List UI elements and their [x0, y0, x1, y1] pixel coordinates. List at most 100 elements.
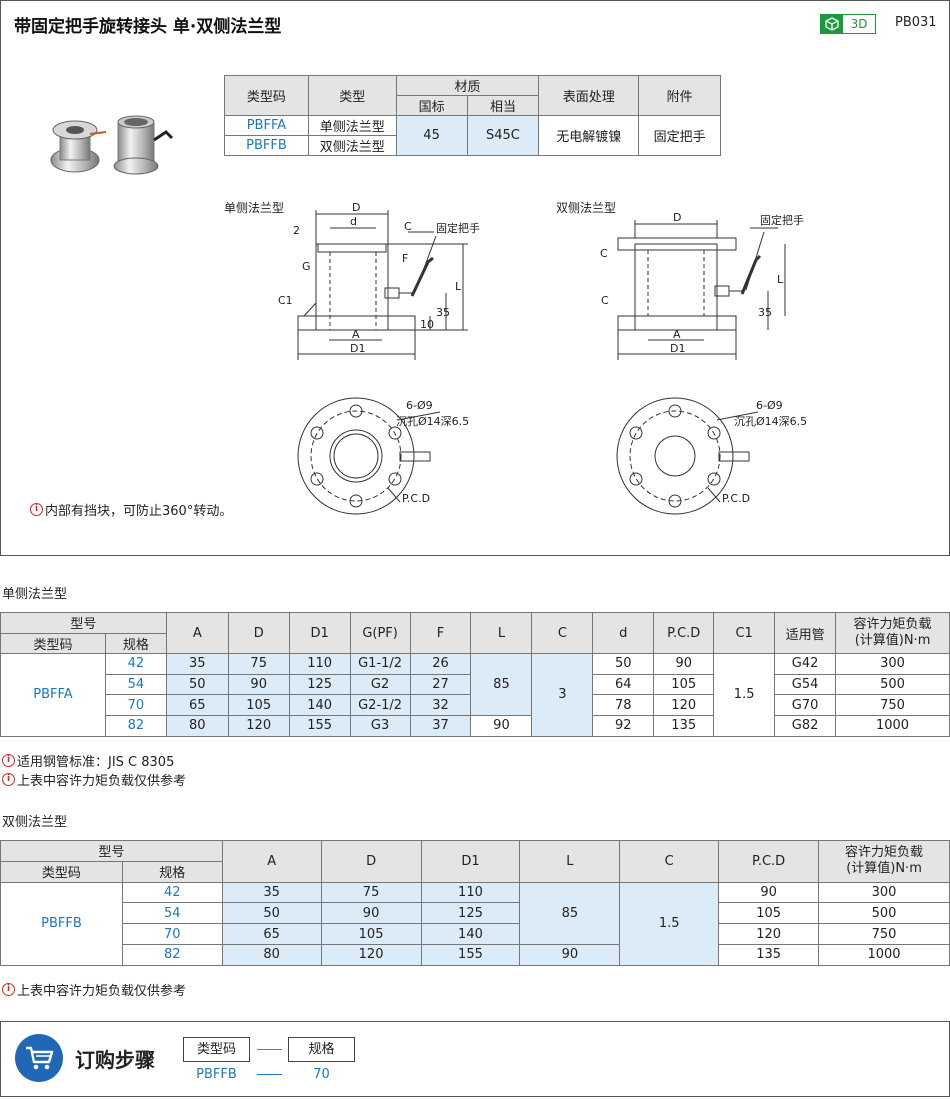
dim-G-label: G: [302, 260, 311, 273]
order-steps-panel: 订购步骤 类型码 规格 PBFFB 70: [0, 1021, 950, 1097]
single-drawing-label: 单侧法兰型: [224, 201, 285, 215]
hdr-A: A: [165, 611, 229, 655]
double-flange-table: 型号 A D D1 L C P.C.D 容许力矩负载 (计算值)N·m 类型码 …: [0, 840, 950, 966]
pcd-cell: 90: [653, 653, 715, 675]
torque-cell: 750: [835, 694, 950, 716]
hdr-model: 型号: [0, 612, 167, 634]
hdr-pcd: P.C.D: [653, 611, 715, 655]
dim-2-label: 2: [293, 224, 300, 237]
product-photo: [50, 112, 175, 186]
L-cell: 90: [470, 714, 533, 737]
type-code-cell[interactable]: PBFFB: [0, 881, 123, 966]
torque-cell: 300: [835, 653, 950, 675]
pcd-cell: 105: [653, 673, 715, 696]
cart-icon: [15, 1034, 63, 1082]
pipe-cell: G70: [774, 694, 837, 716]
dim-D1-label: D1: [350, 342, 365, 355]
hdr-D: D: [227, 611, 290, 655]
type-code-link[interactable]: PBFFB: [224, 135, 309, 156]
info-icon: i: [2, 983, 15, 996]
D1-cell: 125: [420, 902, 521, 925]
d-cell: 64: [592, 673, 655, 696]
spec-cell[interactable]: 54: [104, 673, 167, 696]
dim-C-label: C: [601, 294, 609, 307]
G-cell: G1-1/2: [349, 653, 411, 675]
accessory-value: 固定把手: [638, 115, 721, 156]
dim-D1-label: D1: [670, 342, 685, 355]
hdr-F: F: [409, 611, 472, 655]
type-code-link[interactable]: PBFFA: [224, 115, 309, 136]
hdr-torque-line2: (计算值)N·m: [846, 861, 922, 877]
hdr-type-code: 类型码: [0, 860, 123, 883]
D-cell: 105: [227, 694, 290, 716]
single-note-text: 适用钢管标准：JIS C 8305: [17, 755, 175, 770]
3d-label: 3D: [850, 17, 868, 31]
D-cell: 105: [320, 923, 422, 945]
hdr-C1: C1: [713, 611, 776, 655]
torque-cell: 500: [818, 902, 950, 925]
F-cell: 26: [409, 653, 472, 675]
L-cell: 90: [519, 943, 621, 966]
type-code-cell[interactable]: PBFFA: [0, 653, 106, 737]
surface-value: 无电解镀镍: [538, 115, 640, 156]
A-cell: 80: [221, 943, 322, 966]
D1-cell: 140: [288, 694, 351, 716]
dim-C1-label: C1: [278, 294, 293, 307]
dim-F-label: F: [402, 252, 408, 265]
dim-35-label: 35: [758, 306, 772, 319]
F-cell: 37: [409, 714, 472, 737]
G-cell: G2-1/2: [349, 694, 411, 716]
type-name: 单侧法兰型: [307, 115, 397, 136]
d-cell: 50: [592, 653, 655, 675]
order-example-code[interactable]: PBFFB: [196, 1067, 237, 1082]
info-icon: i: [2, 773, 15, 786]
spec-cell[interactable]: 82: [121, 943, 223, 966]
dim-10-label: 10: [420, 318, 434, 331]
order-type-code-box: 类型码: [183, 1037, 250, 1062]
hdr-type-code: 类型码: [0, 632, 106, 655]
C-cell: 1.5: [619, 881, 720, 966]
D1-cell: 110: [420, 881, 521, 904]
F-cell: 27: [409, 673, 472, 696]
spec-cell[interactable]: 70: [121, 923, 223, 945]
fixed-handle-label: 固定把手: [436, 221, 480, 235]
pcd-cell: 135: [718, 943, 820, 966]
single-flange-table: 型号 A D D1 G(PF) F L C d P.C.D C1 适用管 容许力…: [0, 611, 950, 737]
spec-cell[interactable]: 70: [104, 694, 167, 716]
holes-label: 6-Ø9: [756, 399, 783, 412]
hdr-L: L: [519, 840, 621, 883]
d-cell: 92: [592, 714, 655, 737]
pipe-cell: G82: [774, 714, 837, 737]
hdr-spec: 规格: [104, 632, 167, 655]
G-cell: G2: [349, 673, 411, 696]
D-cell: 75: [227, 653, 290, 675]
G-cell: G3: [349, 714, 411, 737]
pcd-cell: 120: [653, 694, 715, 716]
material-equivalent: S45C: [466, 115, 540, 156]
spec-table: 类型码 类型 材质 表面处理 附件 国标 相当 PBFFA 单侧法兰型 45 S…: [224, 75, 721, 156]
type-name: 双侧法兰型: [307, 135, 397, 156]
torque-cell: 750: [818, 923, 950, 945]
hdr-torque-line2: (计算值)N·m: [854, 633, 931, 649]
info-icon: i: [30, 503, 43, 516]
3d-model-button[interactable]: 3D: [820, 14, 876, 34]
technical-drawing: D d C F G 2 C1 L 35 10 A D1 固定把手 6-Ø9 沉孔…: [278, 201, 807, 515]
hdr-torque-line1: 容许力矩负载: [853, 617, 932, 633]
double-section-title: 双侧法兰型: [2, 815, 68, 830]
D-cell: 90: [320, 902, 422, 925]
page-title: 带固定把手旋转接头 单·双侧法兰型: [14, 17, 282, 37]
counterbore-label: 沉孔Ø14深6.5: [734, 415, 807, 428]
spec-cell[interactable]: 42: [121, 881, 223, 904]
order-example-spec[interactable]: 70: [313, 1067, 330, 1082]
A-cell: 65: [221, 923, 322, 945]
hdr-d: d: [592, 611, 655, 655]
single-note: i 适用钢管标准：JIS C 8305: [2, 751, 174, 770]
spec-cell[interactable]: 42: [104, 653, 167, 675]
pcd-cell: 105: [718, 902, 820, 925]
holes-label: 6-Ø9: [406, 399, 433, 412]
pcd-cell: 120: [718, 923, 820, 945]
spec-cell[interactable]: 82: [104, 714, 167, 737]
material-standard: 45: [395, 115, 468, 156]
spec-cell[interactable]: 54: [121, 902, 223, 925]
A-cell: 65: [165, 694, 229, 716]
